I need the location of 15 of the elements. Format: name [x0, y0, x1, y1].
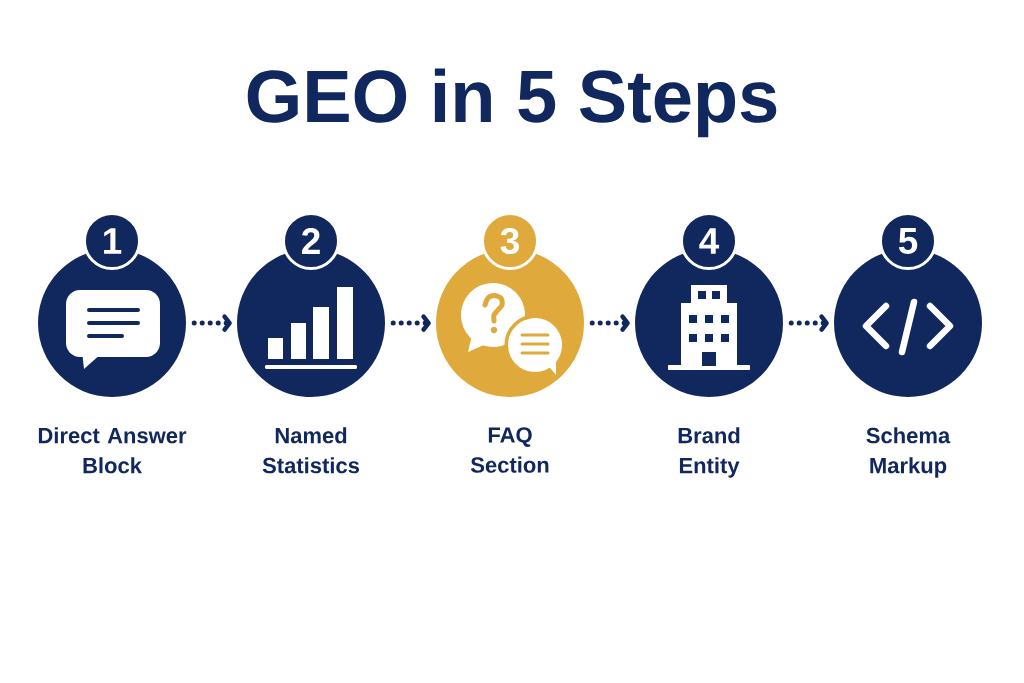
- step-label: Direct Answer Block: [38, 427, 187, 474]
- number-badge: 5: [879, 212, 937, 270]
- number-badge: 1: [83, 212, 141, 270]
- step-label: Brand Entity: [678, 427, 740, 478]
- arrow: [788, 314, 829, 332]
- step-label: Schema Markup: [866, 427, 951, 478]
- step-label: Named Statistics: [262, 427, 359, 474]
- number-badge: 2: [282, 212, 340, 270]
- number-badge: 3: [481, 212, 539, 270]
- step-label: FAQ Section: [470, 427, 549, 473]
- arrow: [390, 314, 431, 332]
- number-badge: 4: [680, 212, 738, 270]
- arrow: [589, 314, 630, 332]
- title: GEO in 5 Steps: [247, 68, 777, 138]
- arrow: [191, 314, 232, 332]
